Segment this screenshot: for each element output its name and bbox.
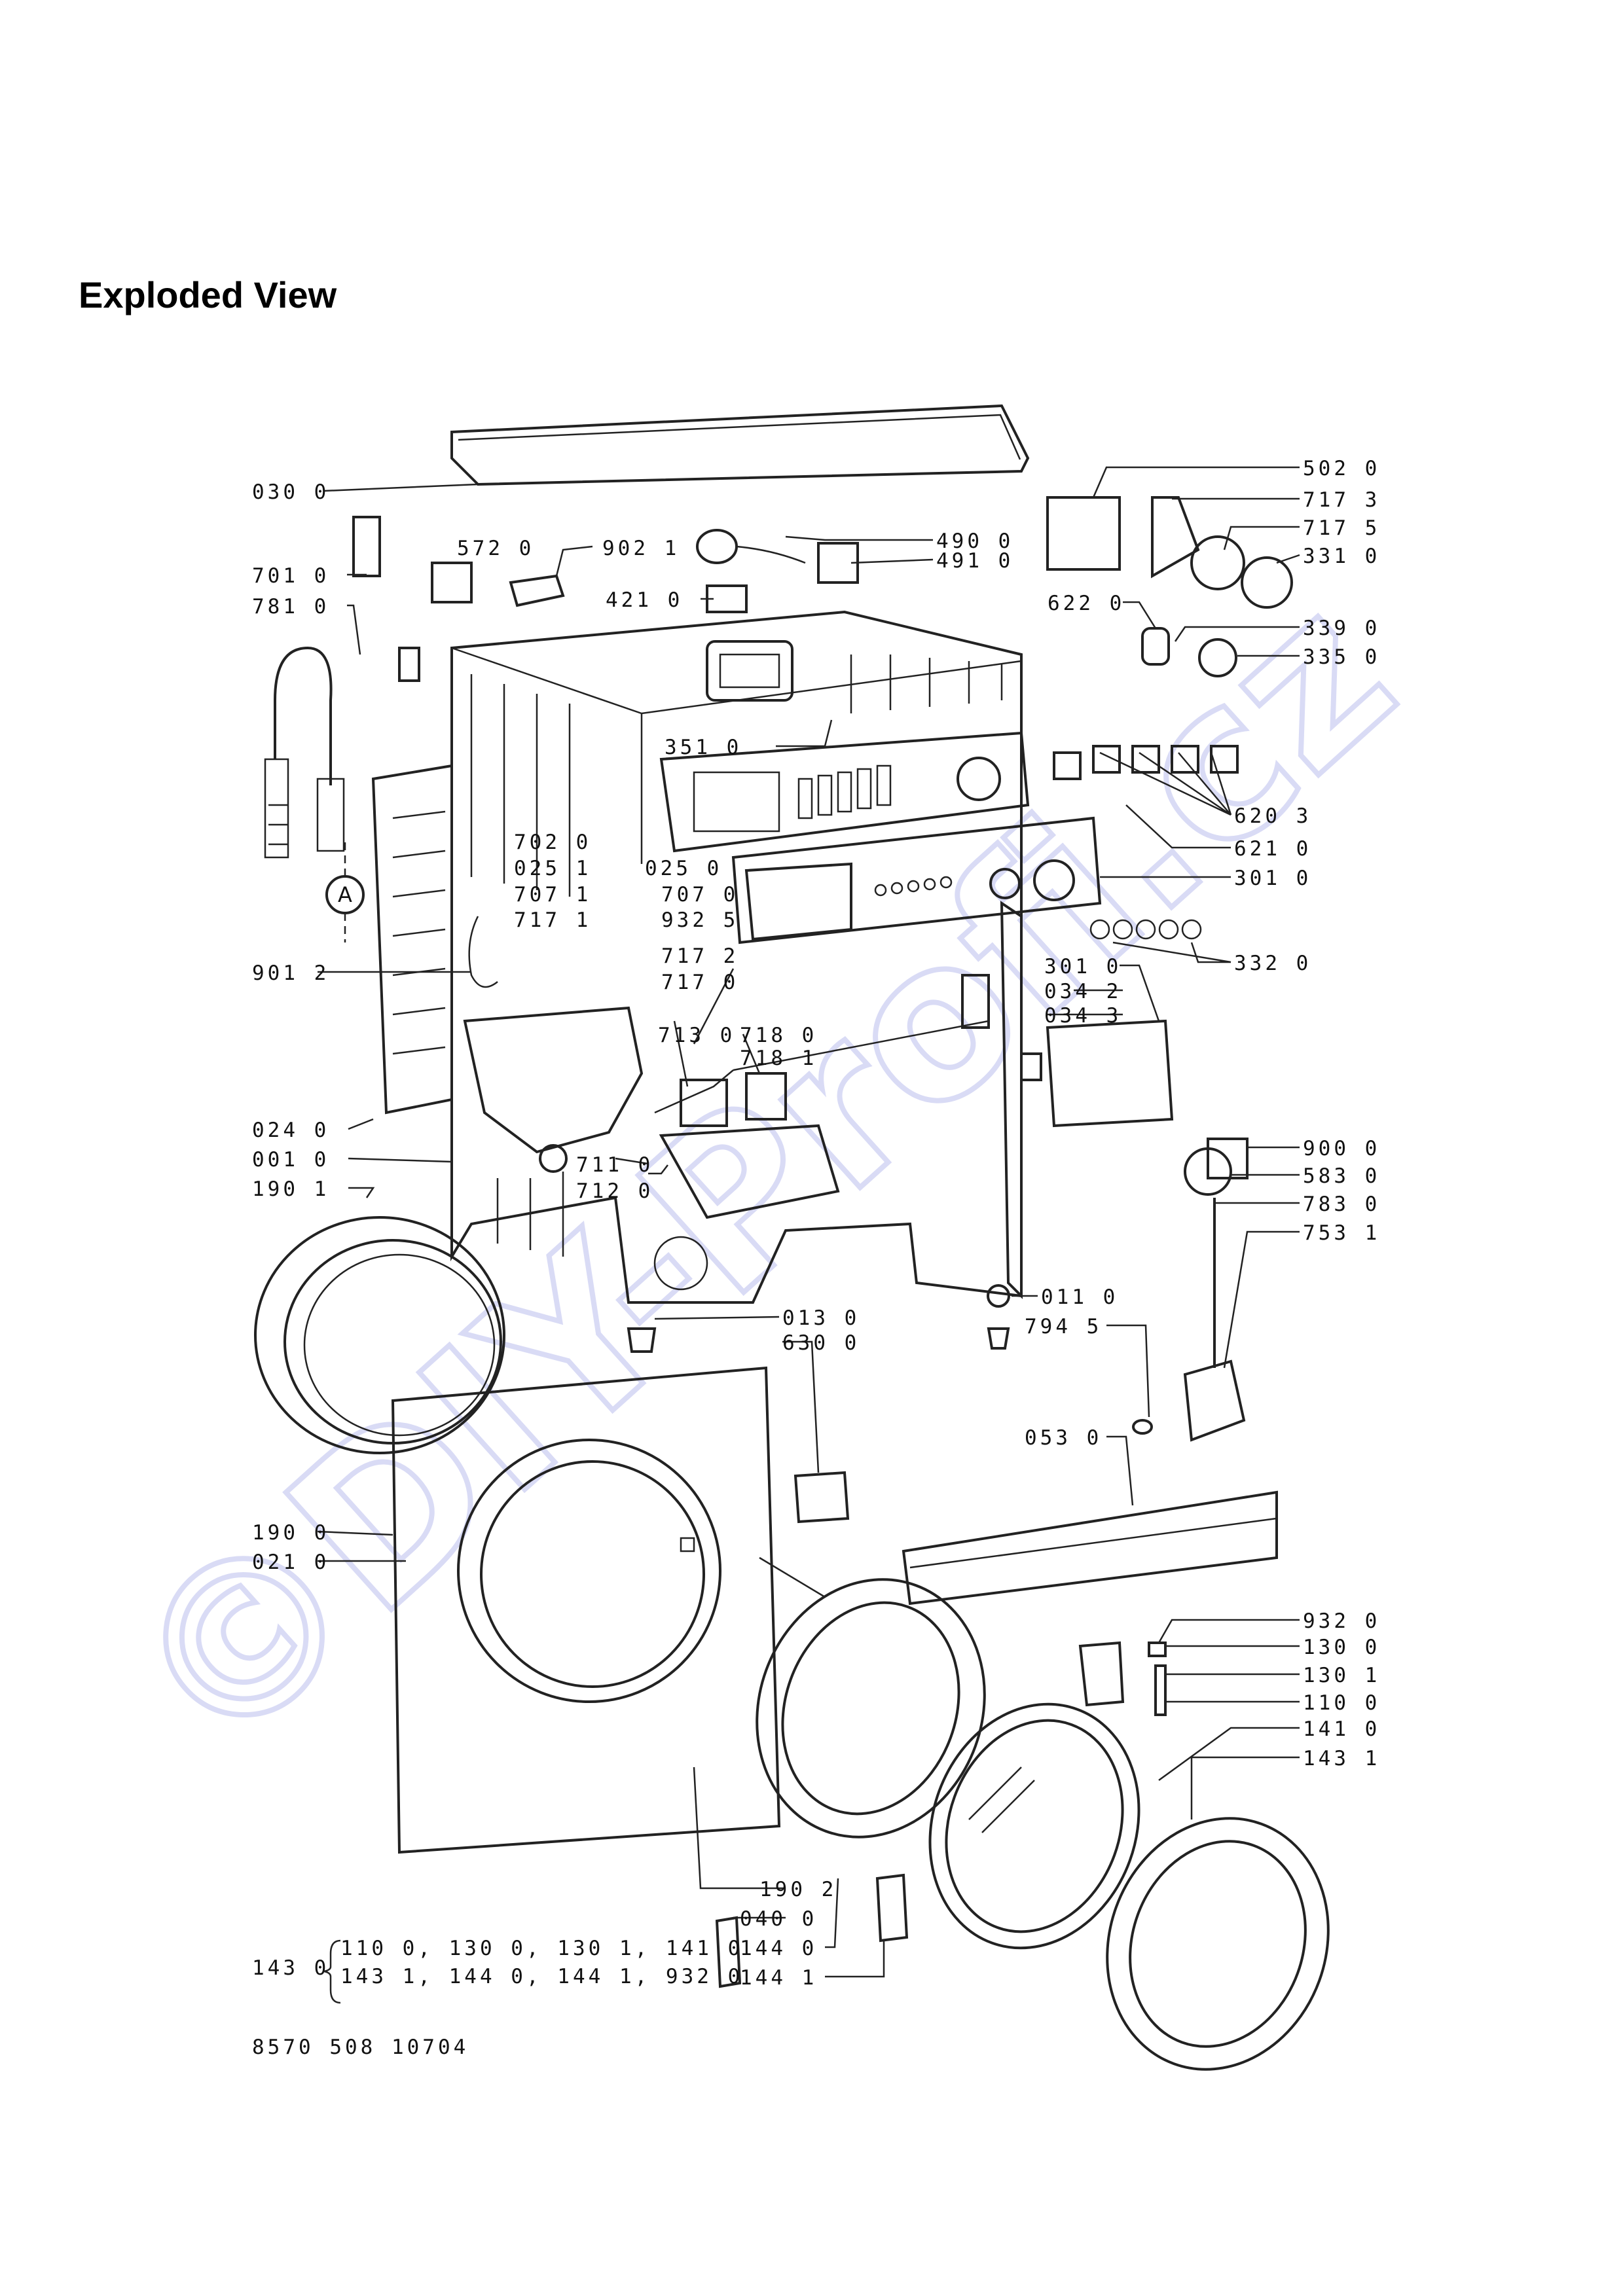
switch-knobs (1053, 745, 1239, 940)
side-panel-left (371, 764, 453, 1115)
callout-024-0: 024 0 (252, 1119, 329, 1142)
callout-902-1: 902 1 (602, 537, 680, 560)
callout-130-0: 130 0 (1303, 1636, 1380, 1659)
valve-and-hoses (352, 516, 859, 988)
callout-040-0: 040 0 (740, 1907, 817, 1931)
callout-717-0: 717 0 (661, 971, 739, 994)
kit-line-2: 143 1, 144 0, 144 1, 932 0 (340, 1965, 743, 1988)
callout-794-5: 794 5 (1025, 1315, 1102, 1338)
callout-620-3: 620 3 (1234, 804, 1311, 828)
kit-callout: 143 0 110 0, 130 0, 130 1, 141 0 143 1, … (252, 1937, 743, 2004)
leader-lines (317, 466, 1300, 1978)
callout-622-0: 622 0 (1048, 592, 1125, 615)
callout-901-2: 901 2 (252, 961, 329, 985)
callout-490-0: 490 0 (936, 529, 1013, 553)
callout-190-1: 190 1 (252, 1177, 329, 1201)
callout-713-0: 713 0 (658, 1024, 735, 1047)
callout-190-2: 190 2 (759, 1878, 837, 1901)
kit-line-1: 110 0, 130 0, 130 1, 141 0 (340, 1937, 743, 1960)
callout-301-0-b: 301 0 (1044, 955, 1122, 978)
callout-301-0-a: 301 0 (1234, 867, 1311, 890)
top-lid (450, 404, 1030, 486)
callout-021-0: 021 0 (252, 1551, 329, 1574)
ground-marker: A (325, 838, 365, 942)
kit-code: 143 0 (252, 1956, 329, 1980)
callout-707-1: 707 1 (514, 883, 591, 906)
door-ring-inner (756, 1556, 986, 1839)
callout-144-1: 144 1 (740, 1966, 817, 1990)
callout-932-5: 932 5 (661, 908, 739, 932)
feet (627, 1284, 1153, 1435)
callout-717-5: 717 5 (1303, 516, 1380, 540)
callout-572-0: 572 0 (457, 537, 534, 560)
callout-332-0: 332 0 (1234, 952, 1311, 975)
callout-053-0: 053 0 (1025, 1426, 1102, 1450)
cabinet (450, 610, 1023, 1304)
callout-351-0: 351 0 (665, 736, 742, 759)
detergent-drawer-assembly (463, 974, 1174, 1219)
marker-label: A (338, 882, 352, 907)
callout-013-0: 013 0 (782, 1306, 860, 1330)
callout-583-0: 583 0 (1303, 1164, 1380, 1188)
door-glass (928, 1702, 1140, 1950)
drawing-number: 8570 508 10704 (252, 2036, 469, 2059)
callout-339-0: 339 0 (1303, 617, 1380, 640)
callout-753-1: 753 1 (1303, 1221, 1380, 1245)
callout-932-0: 932 0 (1303, 1609, 1380, 1633)
callout-421-0: 421 0 (606, 588, 683, 612)
callout-491-0: 491 0 (936, 549, 1013, 573)
door-outer-ring (1106, 1817, 1330, 2071)
callout-144-0: 144 0 (740, 1937, 817, 1960)
callout-718-0: 718 0 (740, 1024, 817, 1047)
callout-781-0: 781 0 (252, 595, 329, 619)
callout-712-0: 712 0 (576, 1179, 653, 1203)
callout-900-0: 900 0 (1303, 1137, 1380, 1160)
callout-030-0: 030 0 (252, 480, 329, 504)
callout-711-0: 711 0 (576, 1153, 653, 1177)
callout-141-0: 141 0 (1303, 1717, 1380, 1741)
hinge-parts (715, 1873, 909, 1988)
callout-335-0: 335 0 (1303, 645, 1380, 669)
callout-702-0: 702 0 (514, 831, 591, 854)
callout-110-0: 110 0 (1303, 1691, 1380, 1715)
kit-brace (323, 1939, 341, 2004)
callout-025-1: 025 1 (514, 857, 591, 880)
callout-717-2: 717 2 (661, 944, 739, 968)
callout-621-0: 621 0 (1234, 837, 1311, 861)
callout-502-0: 502 0 (1303, 457, 1380, 480)
electronics-top-right (1046, 496, 1293, 677)
pressure-switch (1183, 1138, 1249, 1442)
callout-143-1: 143 1 (1303, 1747, 1380, 1770)
callout-707-0: 707 0 (661, 883, 739, 906)
door-lock (793, 1471, 850, 1524)
callout-001-0: 001 0 (252, 1148, 329, 1172)
cover-strip (902, 1490, 1278, 1605)
inlet-hose (264, 646, 345, 859)
callout-718-1: 718 1 (740, 1047, 817, 1070)
callout-034-2: 034 2 (1044, 980, 1122, 1003)
page-title: Exploded View (79, 274, 337, 315)
door-handle-parts (1078, 1641, 1167, 1716)
front-housing (391, 1366, 781, 1854)
callout-011-0: 011 0 (1041, 1285, 1118, 1309)
callout-025-0: 025 0 (645, 857, 722, 880)
callout-034-3: 034 3 (1044, 1004, 1122, 1028)
callout-331-0: 331 0 (1303, 545, 1380, 568)
callout-labels: 030 0 572 0 902 1 490 0 491 0 421 0 701 … (252, 457, 1380, 1990)
callout-717-1: 717 1 (514, 908, 591, 932)
callout-701-0: 701 0 (252, 564, 329, 588)
watermark: ©DIY-Profi.cz (82, 548, 1439, 1805)
callout-190-0: 190 0 (252, 1521, 329, 1545)
callout-717-3: 717 3 (1303, 488, 1380, 512)
front-panel (731, 816, 1102, 944)
callout-630-0: 630 0 (782, 1331, 860, 1355)
callout-783-0: 783 0 (1303, 1193, 1380, 1216)
callout-130-1: 130 1 (1303, 1664, 1380, 1687)
control-panel-bracket (659, 731, 1030, 853)
